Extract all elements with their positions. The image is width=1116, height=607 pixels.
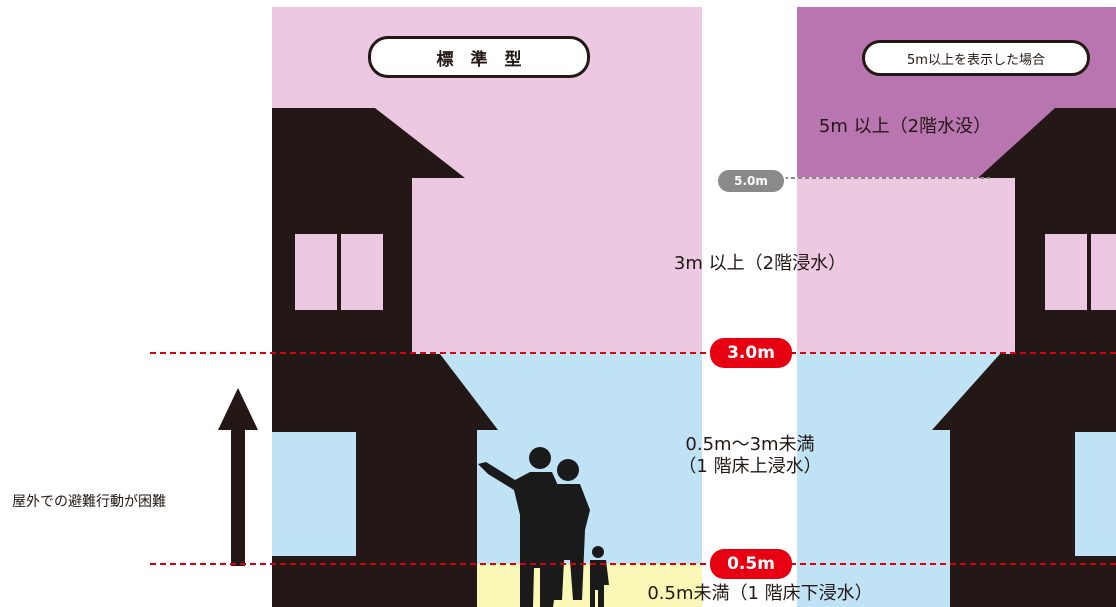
left-lower-window bbox=[272, 432, 356, 556]
up-arrow-icon bbox=[218, 388, 258, 566]
left-house-roof-upper bbox=[272, 108, 465, 178]
mid-text-line1: 0.5m～3m未満 bbox=[685, 434, 815, 455]
left-upper-window-a bbox=[295, 234, 337, 310]
right-house-roof-upper bbox=[978, 108, 1116, 178]
mid-text-line2: （1 階床上浸水） bbox=[678, 456, 822, 477]
five-m-badge: 5.0m bbox=[716, 168, 786, 194]
right-upper-window-a bbox=[1045, 234, 1087, 310]
over-5m-text: 5m 以上（2階水没） bbox=[818, 116, 992, 137]
right-house-roof-lower bbox=[932, 354, 1116, 430]
half-m-badge: 0.5m bbox=[710, 549, 792, 579]
half-m-line bbox=[150, 563, 1116, 565]
left-upper-window-b bbox=[341, 234, 383, 310]
three-m-badge: 3.0m bbox=[710, 338, 792, 368]
right-lower-window bbox=[1075, 432, 1116, 556]
evacuation-difficult-label: 屋外での避難行動が困難 bbox=[12, 494, 166, 510]
over-3m-text: 3m 以上（2階浸水） bbox=[673, 253, 847, 274]
standard-type-label: 標 準 型 bbox=[368, 36, 590, 78]
family-silhouette-icon bbox=[478, 447, 609, 607]
five-m-label: 5m以上を表示した場合 bbox=[862, 40, 1090, 76]
three-m-line bbox=[150, 352, 1116, 354]
left-house-roof-lower bbox=[272, 354, 498, 430]
under-half-text: 0.5m未満（1 階床下浸水） bbox=[647, 583, 873, 604]
right-upper-window-b bbox=[1091, 234, 1116, 310]
